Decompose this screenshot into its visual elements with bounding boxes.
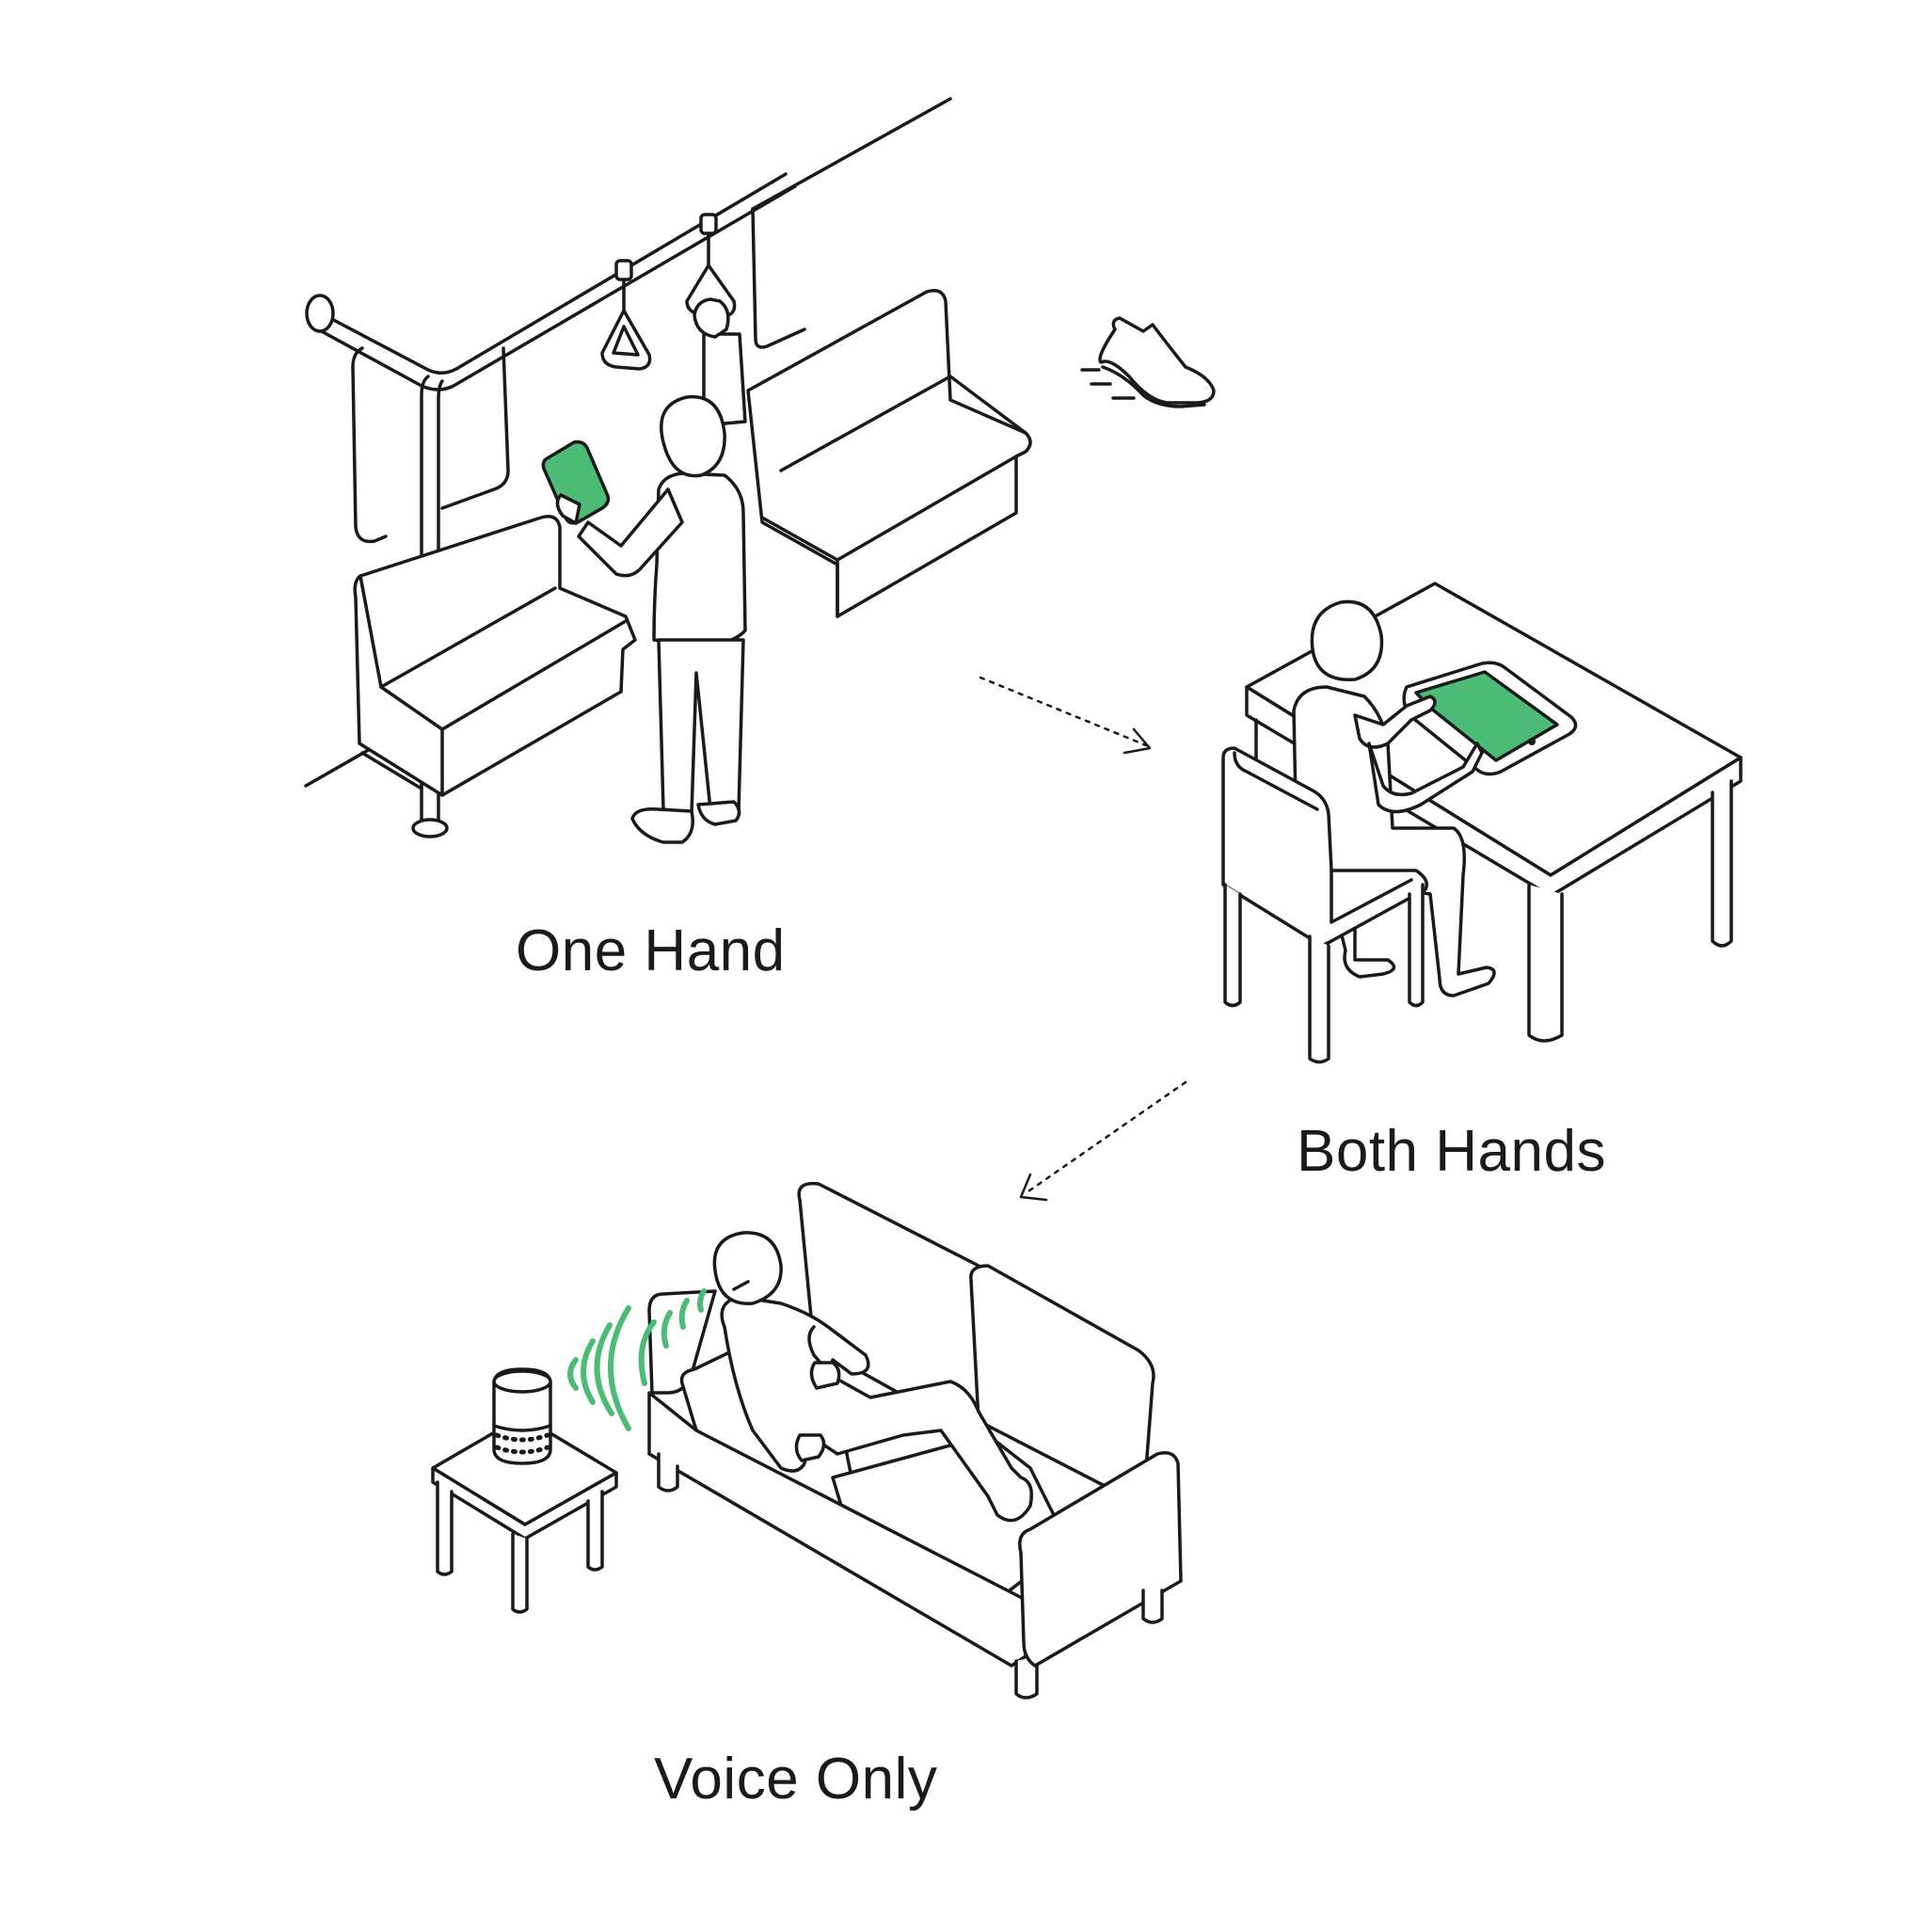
side-table — [431, 1414, 618, 1614]
arrow-one-to-both — [979, 676, 1152, 755]
sound-wave-icon — [567, 1288, 707, 1431]
scene-voice-only — [431, 1181, 1183, 1700]
scene-both-hands — [1221, 582, 1743, 1064]
label-both-hands: Both Hands — [1297, 1119, 1606, 1184]
chair — [1221, 746, 1428, 1064]
label-voice-only: Voice Only — [654, 1747, 938, 1812]
smart-speaker-icon — [492, 1367, 552, 1465]
sofa — [647, 1181, 1183, 1700]
bench-left — [353, 515, 637, 797]
tablet-icon — [1402, 661, 1578, 776]
scene-one-hand — [304, 97, 1216, 844]
arrow-both-to-voice — [1019, 1080, 1187, 1202]
hand-strap-left — [600, 259, 652, 371]
label-one-hand: One Hand — [516, 918, 786, 983]
overhead-rail — [305, 172, 797, 838]
running-shoe-icon — [1080, 316, 1216, 408]
standing-person — [541, 297, 747, 844]
lying-person — [712, 1231, 1033, 1523]
bench-right — [746, 289, 1032, 618]
